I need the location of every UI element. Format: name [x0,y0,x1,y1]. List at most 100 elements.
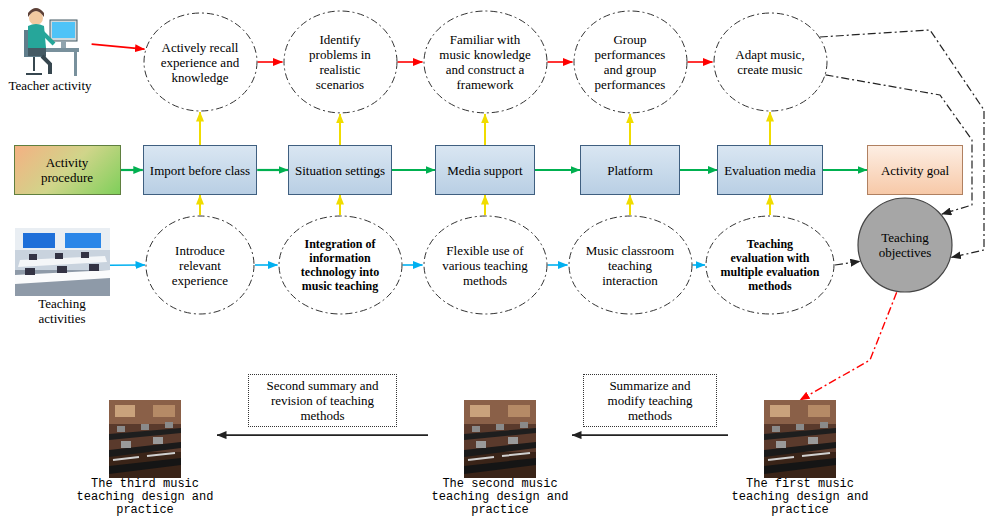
connector [548,264,568,266]
arm [42,32,54,44]
connector [693,264,706,266]
objective-circle: Teaching objectives [857,197,953,293]
monitor [57,266,67,273]
monitor [808,437,818,444]
monitor [496,424,504,430]
process-box: Evaluation media [717,145,822,195]
outline [146,216,254,314]
connector [484,195,486,215]
node-label: Activity goal [881,163,949,178]
connector [121,169,143,171]
music-lab-photo [764,400,836,478]
keyboard-desk [464,442,536,457]
text-block: Music classroom teaching interaction [581,243,679,288]
process-box: Import before class [143,145,257,195]
music-lab-photo [109,400,181,478]
node-label: Teaching evaluation with multiple evalua… [719,237,820,293]
desk [44,48,79,52]
connector [800,292,897,400]
connector [339,195,341,215]
teacher-figure: Teacher activity [8,4,91,93]
text-block: Teaching objectives [869,230,940,260]
node-label: Introduce relevant experience [157,243,243,288]
lab-window [153,405,175,417]
node-label: Music classroom teaching interaction [581,243,679,288]
outline [706,216,834,314]
practice-figure: The first music teaching design and prac… [728,400,872,517]
text-block: Situation settings [295,163,385,178]
piano-keys [768,453,830,460]
monitor [476,441,486,448]
connector [535,169,580,171]
node-label: Activity procedure [21,155,114,185]
music-lab-photo [464,400,536,478]
teacher-step-ellipse: Adapt music, create music [713,12,828,112]
connector [92,44,145,49]
connector [629,114,631,145]
connector [257,169,288,171]
lab-wall [109,400,181,424]
lab-window [470,405,490,417]
text-block: Activity goal [881,163,949,178]
outline [424,11,547,113]
monitor [820,422,828,428]
node-label: Situation settings [295,163,385,178]
practice-figure: The third music teaching design and prac… [73,400,217,517]
text-block: Actively recall experience and knowledge [155,40,245,85]
text-block: Integration of information technology in… [291,237,389,293]
process-box: Media support [435,145,535,195]
text-block: Evaluation media [724,163,815,178]
teacher-step-ellipse: Familiar with music knowledge and constr… [423,10,548,114]
monitor [50,20,77,41]
teaching-step-ellipse: Music classroom teaching interaction [568,215,693,315]
connector [392,169,435,171]
lab-floor [764,452,836,478]
outline [144,13,257,111]
lab-window [770,405,790,417]
monitor [117,426,125,432]
edge-label: Summarize and modify teaching methods [590,378,710,423]
monitor [153,437,163,444]
text-block: Introduce relevant experience [157,243,243,288]
keyboard-desk [464,458,536,474]
text-block: The third music teaching design and prac… [73,478,217,517]
practice-figure: The second music teaching design and pra… [428,400,572,517]
room-wall [15,228,110,250]
text-block: Teacher activity [8,78,91,93]
lab-ground [109,400,181,478]
connector [199,112,201,145]
screen [23,233,55,248]
screen [65,233,101,248]
connector [484,114,486,145]
process-box: Platform [580,145,680,195]
monitor [141,424,149,430]
text-block: Flexible use of various teaching methods [436,243,534,288]
node-label: Adapt music, create music [725,47,815,77]
edge-label: Second summary and revision of teaching … [255,378,390,423]
outline [279,216,402,314]
monitor [772,426,780,432]
lab-ground [464,400,536,478]
lab-floor [109,452,181,478]
lab-floor [464,452,536,478]
teaching-step-ellipse: Introduce relevant experience [145,215,255,315]
text-block: Identify problems in realistic scenarios [295,32,385,92]
chair-back [24,30,28,54]
node-label: Evaluation media [724,163,815,178]
process-box: Situation settings [288,145,392,195]
text-block: Familiar with music knowledge and constr… [436,32,534,92]
node-label: Teaching activities [15,296,110,326]
teaching-step-ellipse: Flexible use of various teaching methods [423,215,548,315]
keyboard-desk [764,442,836,457]
connector [199,195,201,215]
node-label: Familiar with music knowledge and constr… [436,32,534,92]
node-label: The first music teaching design and prac… [728,478,872,517]
connector [572,434,728,436]
monitor [508,437,518,444]
hair [28,8,44,17]
chair-leg [26,57,42,74]
lab-window [508,405,530,417]
lab-ground [764,400,836,478]
node-label: Teaching objectives [869,230,940,260]
teacher-step-ellipse: Actively recall experience and knowledge [143,12,258,112]
